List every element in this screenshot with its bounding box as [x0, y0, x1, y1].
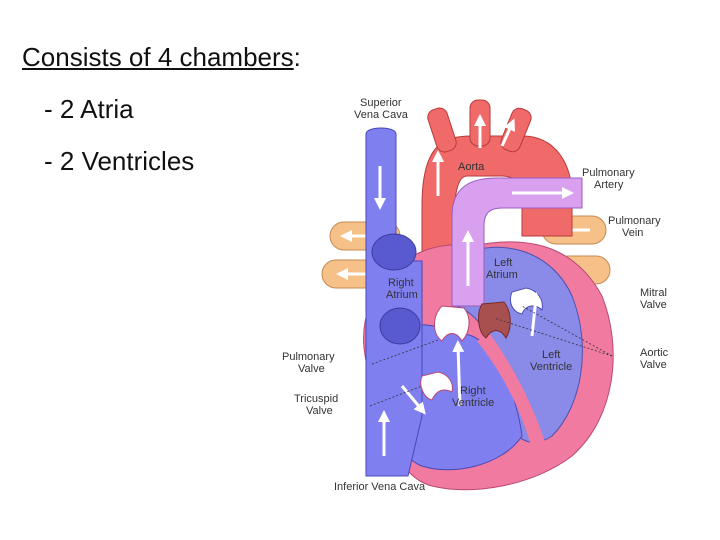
label-inferior-vena-cava: Inferior Vena Cava	[334, 481, 426, 493]
valves	[400, 287, 543, 415]
septum	[477, 334, 548, 458]
leader-lines	[369, 305, 613, 407]
vena-cava	[365, 127, 423, 477]
aorta	[421, 99, 573, 297]
heading-text: Consists of 4 chambers	[22, 42, 294, 72]
label-aorta: Aorta	[458, 161, 485, 173]
pulmonary-artery	[451, 177, 583, 307]
bullet-ventricles: - 2 Ventricles	[44, 146, 195, 176]
slide-text: Consists of 4 chambers: - 2 Atria - 2 Ve…	[22, 38, 301, 180]
bullet-atria: - 2 Atria	[44, 94, 134, 124]
heading-colon: :	[293, 42, 301, 72]
slide-heading: Consists of 4 chambers:	[22, 38, 301, 76]
